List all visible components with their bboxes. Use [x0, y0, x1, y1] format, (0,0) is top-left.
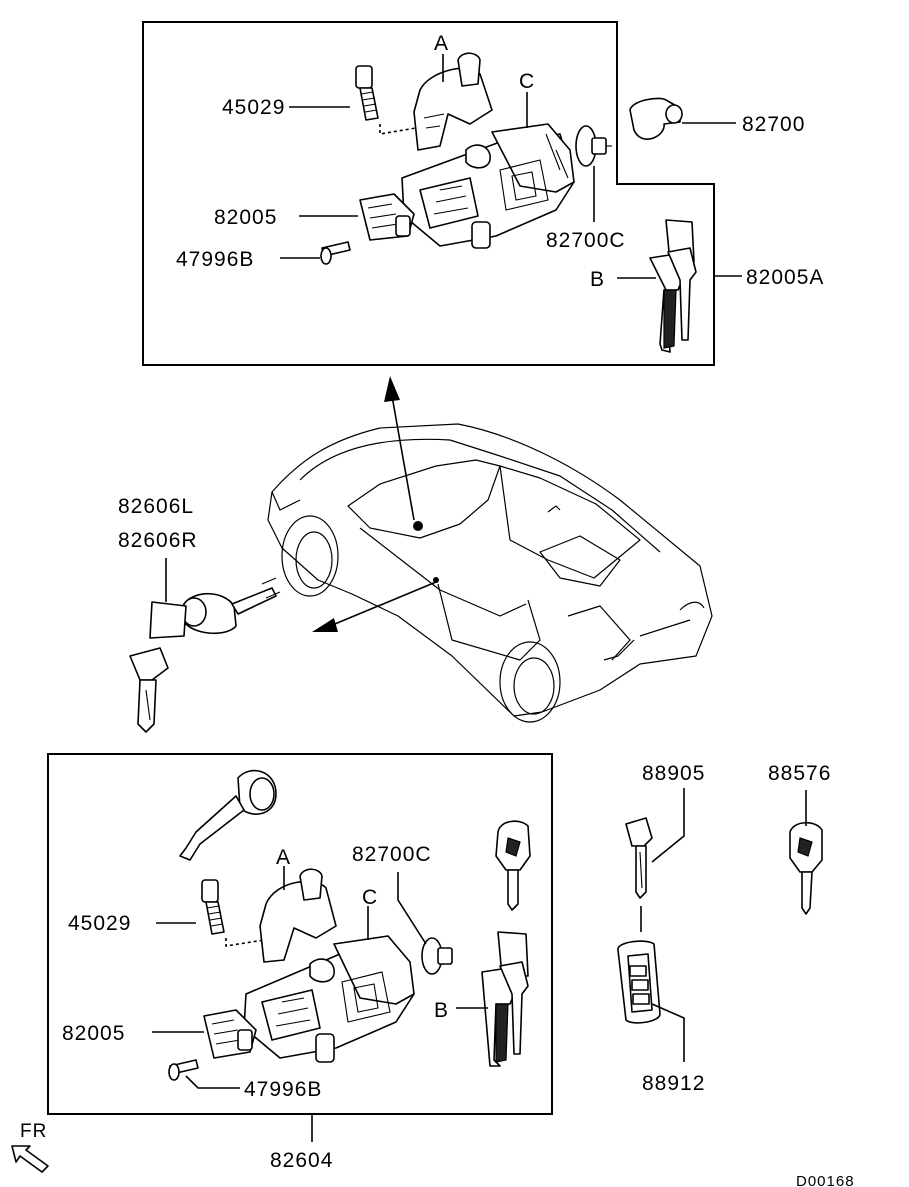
- loose-parts-group: 88905 88576 88912: [617, 762, 831, 1095]
- label-88905: 88905: [642, 762, 705, 785]
- front-direction-marker: FR: [11, 1121, 49, 1173]
- label-top-45029: 45029: [222, 96, 285, 119]
- label-88912: 88912: [642, 1072, 705, 1095]
- arrow-up-left-icon: [11, 1145, 49, 1173]
- label-top-b: B: [590, 268, 605, 291]
- label-bot-82700c: 82700C: [352, 843, 432, 866]
- label-82606r: 82606R: [118, 529, 198, 552]
- blank-key-part: [625, 817, 653, 899]
- label-top-c: C: [519, 70, 535, 93]
- bottom-door-cylinder-part: [179, 769, 277, 861]
- label-top-82005: 82005: [214, 206, 277, 229]
- label-bot-47996b: 47996B: [244, 1078, 322, 1101]
- label-82606l: 82606L: [118, 495, 194, 518]
- label-bot-c: C: [362, 886, 378, 909]
- door-key-part: [129, 601, 187, 733]
- label-top-82005a: 82005A: [746, 266, 824, 289]
- front-marker-label: FR: [20, 1121, 47, 1142]
- label-top-82700: 82700: [742, 113, 805, 136]
- bottom-lock-cylinder-part: [201, 879, 225, 935]
- vehicle-outline: [267, 376, 713, 723]
- key-reminder-switch-part: [575, 125, 612, 167]
- label-top-a: A: [434, 32, 449, 55]
- label-top-47996b: 47996B: [176, 248, 254, 271]
- cylinder-cover-part: [629, 97, 683, 140]
- door-lock-group: 82606L 82606R: [118, 495, 281, 733]
- bottom-steering-lock-assembly-part: [243, 935, 415, 1063]
- remote-transmitter-part: [617, 940, 661, 1024]
- screw-part: [320, 241, 351, 265]
- steering-lock-cover-part: [413, 52, 493, 151]
- label-bot-45029: 45029: [68, 912, 131, 935]
- label-bot-b: B: [434, 999, 449, 1022]
- bottom-ignition-switch-part: [203, 1009, 257, 1059]
- diagram-code: D00168: [796, 1173, 855, 1187]
- key-set-part: [649, 219, 697, 353]
- steering-lock-assembly-part: [401, 123, 575, 249]
- label-bot-a: A: [276, 846, 291, 869]
- label-bot-82005: 82005: [62, 1022, 125, 1045]
- bottom-transponder-key-part: [495, 820, 531, 911]
- bottom-key-reminder-switch-part: [421, 937, 453, 975]
- bottom-screw-part: [168, 1059, 199, 1081]
- bottom-key-set-part: [481, 931, 529, 1067]
- top-kit-group: 45029 A C 82700 82005 82700C 47996B B 82…: [142, 21, 824, 366]
- lock-cylinder-part: [355, 65, 379, 121]
- bottom-kit-frame: [47, 753, 553, 1115]
- label-88576: 88576: [768, 762, 831, 785]
- ignition-switch-part: [359, 193, 415, 241]
- label-bot-82604: 82604: [270, 1149, 333, 1172]
- transponder-key-part: [789, 821, 823, 915]
- bottom-steering-lock-cover-part: [259, 868, 337, 963]
- door-lock-cylinder-part: [181, 577, 281, 635]
- top-kit-frame: [142, 21, 715, 366]
- label-top-82700c: 82700C: [546, 229, 626, 252]
- bottom-kit-group: 82700C A C 45029 B 82005 47996B 82604: [47, 753, 553, 1172]
